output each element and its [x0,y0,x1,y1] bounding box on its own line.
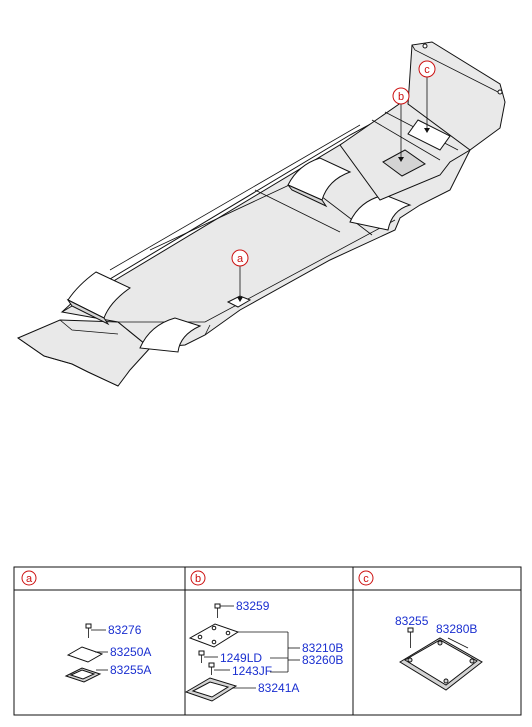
part-83280B[interactable]: 83280B [436,622,477,636]
part-1243JF[interactable]: 1243JF [232,664,272,678]
svg-text:b: b [195,573,201,585]
panel-c-header: c [358,570,374,586]
panel-a-header: a [21,570,37,586]
callout-c[interactable]: c [418,60,436,78]
part-83255A[interactable]: 83255A [110,663,151,677]
part-83255[interactable]: 83255 [395,614,429,628]
part-83241A[interactable]: 83241A [258,681,299,695]
part-83210B[interactable]: 83210B [302,641,343,655]
svg-text:a: a [26,573,33,585]
svg-text:b: b [398,91,404,103]
panel-a-detail [64,623,108,683]
part-83276[interactable]: 83276 [108,623,142,637]
svg-text:c: c [363,573,369,585]
svg-text:a: a [237,253,244,265]
part-83260B[interactable]: 83260B [302,653,343,667]
svg-text:c: c [424,64,430,76]
panel-b-header: b [190,570,206,586]
callout-b[interactable]: b [392,87,410,105]
callout-a[interactable]: a [231,249,249,267]
floor-mat-illustration [16,41,506,387]
part-1249LD[interactable]: 1249LD [220,651,262,665]
part-83250A[interactable]: 83250A [110,645,151,659]
panel-c-detail [399,627,483,691]
part-83259[interactable]: 83259 [236,599,270,613]
panel-b-detail [184,603,300,702]
